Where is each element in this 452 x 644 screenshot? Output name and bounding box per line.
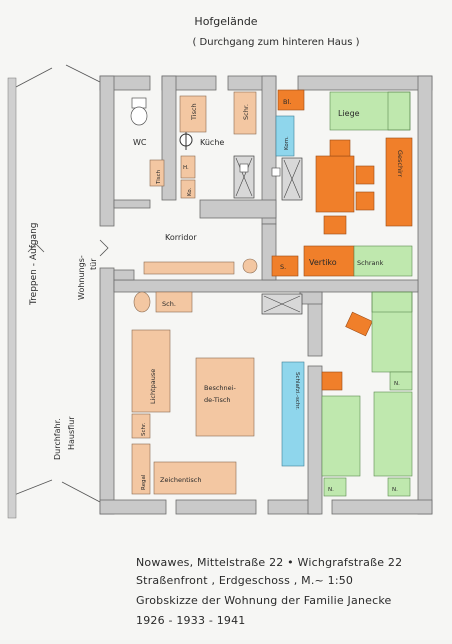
living-dresser-label: Kom. (284, 136, 290, 150)
caption-line-2: Straßenfront , Erdgeschoss , M.~ 1:50 (136, 574, 353, 587)
kitchen-stool-h-label: H. (183, 165, 189, 171)
living-china-cabinet-label: Geschirr (396, 150, 404, 177)
caption-line-3: Grobskizze der Wohnung der Familie Janec… (136, 594, 392, 607)
living-vertiko (303, 245, 355, 277)
corridor-round-stand (242, 258, 258, 274)
bedroom-chair (345, 311, 373, 337)
wc-small-table (149, 159, 165, 187)
kitchen-cupboard-label: Schr. (242, 104, 250, 120)
bedroom-bed-right (373, 391, 413, 477)
living-couch-label: Liege (338, 109, 360, 118)
kitchen-table (179, 95, 207, 133)
passage-label-2: Hausflur (67, 416, 76, 450)
bedroom-wardrobe-label: Schlafzi.-schr. (294, 372, 300, 410)
workshop-shelf-label: Regal (141, 474, 147, 490)
living-china-cabinet (385, 137, 413, 227)
workshop-shelf (131, 443, 151, 495)
wc-toilet-icon (130, 97, 148, 126)
workshop-small-cupboard (131, 413, 151, 439)
stairs-arrow-icon (27, 243, 45, 253)
kitchen-label: Küche (200, 138, 224, 147)
kitchen-sink-icon (179, 132, 193, 150)
living-dresser (275, 115, 295, 157)
workshop-cutting-table-label-1: Beschnei- (204, 384, 236, 392)
bedroom-nightstand-2 (323, 477, 347, 497)
kitchen-stove-icon (233, 155, 255, 199)
living-vertiko-label: Vertiko (309, 258, 337, 267)
entrance-door-label-1: Wohnungs- (77, 255, 86, 300)
stairs-label: Treppen - Aufgang (29, 222, 39, 306)
bedroom-stove-icon (261, 293, 303, 315)
bedroom-wardrobe (281, 361, 305, 467)
stair-landing-lines (7, 64, 101, 519)
bedroom-bed-top (371, 291, 413, 373)
living-chair-s-label: S. (280, 263, 286, 271)
kitchen-coal-box (180, 179, 196, 199)
caption-line-4: 1926 - 1933 - 1941 (136, 614, 246, 627)
entrance-door-label-2: tür (89, 258, 98, 270)
entrance-arrow-icon (99, 239, 109, 257)
wc-small-table-label: Tisch (156, 169, 162, 185)
bedroom-nightstand-3-label: N. (392, 487, 398, 493)
workshop-small-cupboard-label: Schr. (141, 422, 147, 436)
bedroom-nightstand-1-label: N. (394, 381, 400, 387)
courtyard-subtitle: ( Durchgang zum hinteren Haus ) (192, 37, 359, 48)
workshop-basin (133, 291, 151, 313)
bedroom-nightstand-3 (387, 477, 411, 497)
workshop-cutting-table-label-2: de-Tisch (204, 396, 231, 404)
workshop-drawing-table-label: Zeichentisch (160, 476, 202, 484)
corridor-label: Korridor (165, 233, 197, 242)
bedroom-nightstand-1 (389, 371, 413, 391)
kitchen-cupboard (233, 91, 257, 135)
living-wardrobe-label: Schrank (357, 259, 384, 267)
kitchen-stool-h (180, 155, 196, 179)
wc-label: WC (133, 138, 147, 147)
workshop-cutting-table (195, 357, 255, 437)
walls (99, 75, 433, 515)
bedroom-nightstand-2-label: N. (328, 487, 334, 493)
corridor-bench (143, 261, 235, 275)
living-stool-bl-label: Bl. (283, 98, 291, 106)
living-dining-table (315, 139, 375, 235)
living-stool-bl (277, 89, 305, 111)
workshop-lightbox (131, 329, 171, 413)
living-couch (329, 91, 411, 131)
living-stove-icon (271, 157, 303, 201)
bedroom-stool (321, 371, 343, 391)
courtyard-title: Hofgelände (194, 15, 257, 28)
caption-line-1: Nowawes, Mittelstraße 22 • Wichgrafstraß… (136, 556, 402, 569)
workshop-drawing-table (153, 461, 237, 495)
living-chair-s (271, 255, 299, 277)
workshop-lightbox-label: Lichtpause (149, 369, 157, 404)
bedroom-bed-left (321, 395, 361, 477)
workshop-cabinet-label: Sch. (162, 300, 176, 308)
kitchen-coal-box-label: Ko. (187, 187, 193, 196)
workshop-cabinet (155, 291, 193, 313)
passage-label-1: Durchfahr. (53, 418, 62, 460)
kitchen-table-label: Tisch (190, 103, 198, 121)
living-wardrobe (353, 245, 413, 277)
